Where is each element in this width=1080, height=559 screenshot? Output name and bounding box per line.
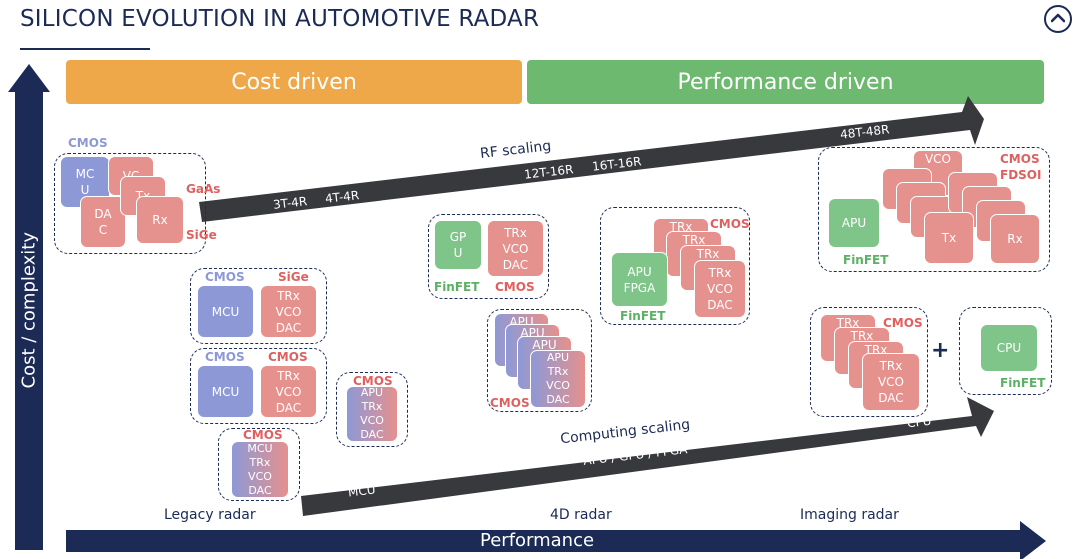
mcu-trx-vco-dac-block: MCU TRx VCO DAC — [231, 441, 289, 498]
tech-label-cmos: CMOS — [353, 374, 393, 388]
tech-label-cmos: CMOS — [243, 428, 283, 442]
imaging-trx-group — [810, 307, 928, 417]
tech-label-cmos: CMOS — [883, 316, 923, 330]
tech-label-fdsoi: FDSOI — [1000, 168, 1042, 182]
x-axis-arrow-head — [1020, 521, 1046, 559]
mcu-cmos-group — [190, 348, 327, 424]
gpu-trx-group — [428, 214, 549, 299]
legacy-discrete-group — [54, 153, 206, 254]
tech-label-finfet: FinFET — [843, 253, 889, 267]
cpu-block: CPU — [980, 324, 1038, 372]
imaging-soc-group — [818, 147, 1050, 272]
apu-trx-vco-dac-block: APU TRx VCO DAC — [346, 386, 398, 442]
apu-trx-vco-dac-block: APU TRx VCO DAC — [530, 350, 586, 408]
tech-label-finfet: FinFET — [1000, 376, 1046, 390]
tech-label-finfet: FinFET — [620, 309, 666, 323]
performance-driven-band: Performance driven — [527, 60, 1044, 104]
x-axis-label: Performance — [480, 530, 595, 551]
mcu-block: MCU — [197, 285, 254, 338]
gpu-block: GP U — [434, 220, 482, 270]
cmos-mcu-soc-group — [218, 428, 300, 501]
scroll-up-button[interactable] — [1044, 5, 1072, 33]
tech-label-finfet: FinFET — [434, 280, 480, 294]
computing-scaling-arrow — [301, 397, 994, 516]
trx-vco-dac-block: TRx VCO DAC — [694, 260, 746, 318]
dac-block: DA C — [80, 196, 126, 248]
tech-label-cmos: CMOS — [205, 350, 245, 364]
apu-fpga-block: APU FPGA — [611, 252, 668, 307]
stage-4d-radar: 4D radar — [550, 507, 612, 523]
rx-block: Rx — [136, 196, 184, 244]
rf-scaling-arrow — [199, 96, 984, 222]
tech-label-cmos: CMOS — [68, 136, 108, 150]
apu-fpga-trx-group — [600, 207, 750, 325]
trx-vco-dac-block: TRx VCO DAC — [487, 220, 544, 277]
stage-imaging-radar: Imaging radar — [800, 507, 899, 523]
trx-vco-dac-block: TRx VCO DAC — [260, 365, 317, 418]
y-axis-label: Cost / complexity — [18, 231, 40, 389]
stacked-apu-group — [487, 309, 592, 412]
tech-label-cmos: CMOS — [495, 280, 535, 294]
tx-block: Tx — [924, 212, 974, 264]
tech-label-sige: SiGe — [278, 270, 309, 284]
cost-driven-band: Cost driven — [66, 60, 522, 104]
trx-vco-dac-block: TRx VCO DAC — [862, 353, 920, 411]
stage-legacy-radar: Legacy radar — [164, 507, 256, 523]
chevron-up-icon — [1051, 13, 1065, 23]
x-axis-arrow-shaft — [66, 530, 1026, 552]
y-axis-arrow-head — [8, 64, 50, 92]
tech-label-cmos: CMOS — [1000, 152, 1040, 166]
y-axis-arrow-shaft — [15, 90, 43, 550]
trx-vco-dac-block: TRx VCO DAC — [260, 285, 317, 338]
tech-label-cmos: CMOS — [205, 270, 245, 284]
apu-block: APU — [828, 198, 880, 248]
mcu-block: MCU — [197, 365, 254, 418]
title-underline — [20, 48, 150, 50]
tech-label-cmos: CMOS — [710, 217, 750, 231]
cpu-group — [959, 307, 1052, 395]
tech-label-gaas: GaAs — [186, 182, 221, 196]
tech-label-cmos: CMOS — [268, 350, 308, 364]
page-title: SILICON EVOLUTION IN AUTOMOTIVE RADAR — [20, 6, 540, 32]
rx-block: Rx — [990, 214, 1040, 264]
tech-label-cmos: CMOS — [490, 396, 530, 410]
cmos-apu-soc-group — [336, 372, 408, 447]
plus-sign: + — [931, 338, 950, 363]
mcu-sige-group — [190, 268, 327, 344]
tech-label-sige: SiGe — [186, 228, 217, 242]
